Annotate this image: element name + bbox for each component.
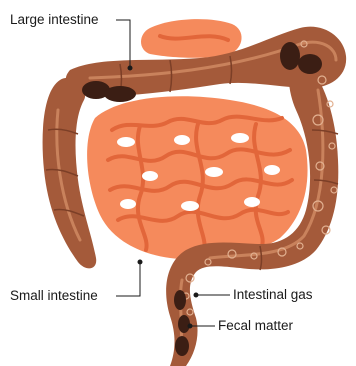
small-intestine-leader (116, 262, 140, 296)
fecal-matter-label: Fecal matter (218, 319, 293, 333)
large-intestine-label: Large intestine (10, 13, 99, 27)
intestinal-gas-label: Intestinal gas (233, 288, 313, 302)
small-intestine-label: Small intestine (10, 289, 98, 303)
